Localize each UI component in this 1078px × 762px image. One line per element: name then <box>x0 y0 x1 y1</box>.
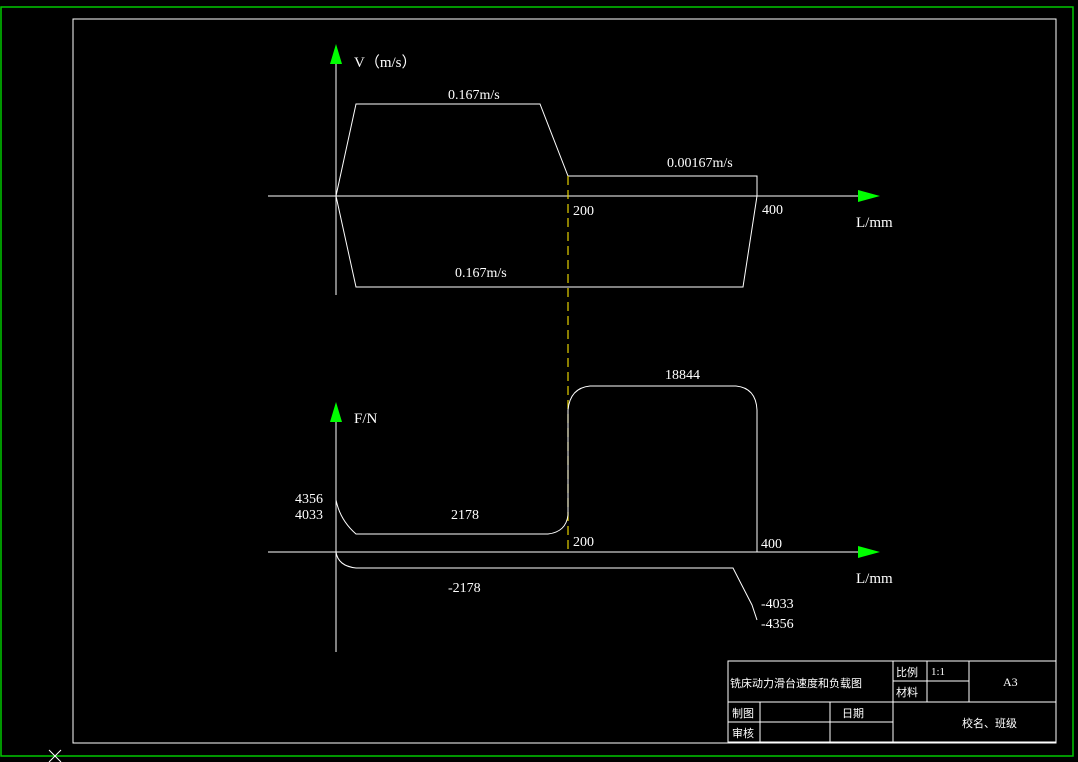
school-class: 校名、班级 <box>962 716 1017 730</box>
force-forward-curve <box>335 385 758 552</box>
force-chart: F/N L/mm 200 400 4356 4033 2178 18844 -2… <box>268 368 893 652</box>
velocity-label-fast-return: 0.167m/s <box>455 266 507 281</box>
force-x-label: L/mm <box>856 571 893 587</box>
drawn-by-label: 制图 <box>732 707 754 720</box>
force-tick-200: 200 <box>573 535 594 550</box>
force-y-label: F/N <box>354 411 378 427</box>
force-label-const-pos: 2178 <box>451 508 479 523</box>
drawing-title: 铣床动力滑台速度和负载图 <box>730 676 862 690</box>
force-label-end-neg: -4033 <box>761 597 794 612</box>
velocity-forward-curve <box>335 103 758 197</box>
force-tick-400: 400 <box>761 537 782 552</box>
checked-by-label: 审核 <box>732 726 754 740</box>
velocity-y-label: V（m/s） <box>354 54 417 71</box>
velocity-x-arrow-icon <box>858 190 880 202</box>
scale-label: 比例 <box>896 665 918 679</box>
force-label-peak-neg: -4356 <box>761 617 794 632</box>
date-label: 日期 <box>842 707 864 720</box>
velocity-tick-400: 400 <box>762 203 783 218</box>
force-y-arrow-icon <box>330 402 342 422</box>
force-label-work: 18844 <box>665 368 700 383</box>
force-label-start-pos: 4033 <box>295 508 323 523</box>
outer-border <box>0 6 1074 757</box>
velocity-return-curve <box>335 195 758 288</box>
title-block <box>727 660 1057 743</box>
ucs-cross-icon <box>48 749 62 762</box>
force-return-curve <box>335 551 758 621</box>
force-x-arrow-icon <box>858 546 880 558</box>
velocity-label-fast-forward: 0.167m/s <box>448 88 500 103</box>
sheet-size: A3 <box>1003 675 1018 689</box>
velocity-tick-200: 200 <box>573 204 594 219</box>
velocity-x-label: L/mm <box>856 215 893 231</box>
scale-value: 1:1 <box>931 666 945 678</box>
velocity-y-arrow-icon <box>330 44 342 64</box>
inner-border <box>72 18 1057 744</box>
force-label-const-neg: -2178 <box>448 581 481 596</box>
force-label-peak-pos: 4356 <box>295 492 323 507</box>
material-label: 材料 <box>896 685 918 699</box>
velocity-chart: V（m/s） L/mm 200 400 0.167m/s 0.00167m/s … <box>268 44 893 295</box>
title-block-text: 铣床动力滑台速度和负载图 比例 1:1 材料 A3 制图 日期 审核 校名、班级 <box>730 665 1018 740</box>
velocity-label-work-feed: 0.00167m/s <box>667 156 733 171</box>
